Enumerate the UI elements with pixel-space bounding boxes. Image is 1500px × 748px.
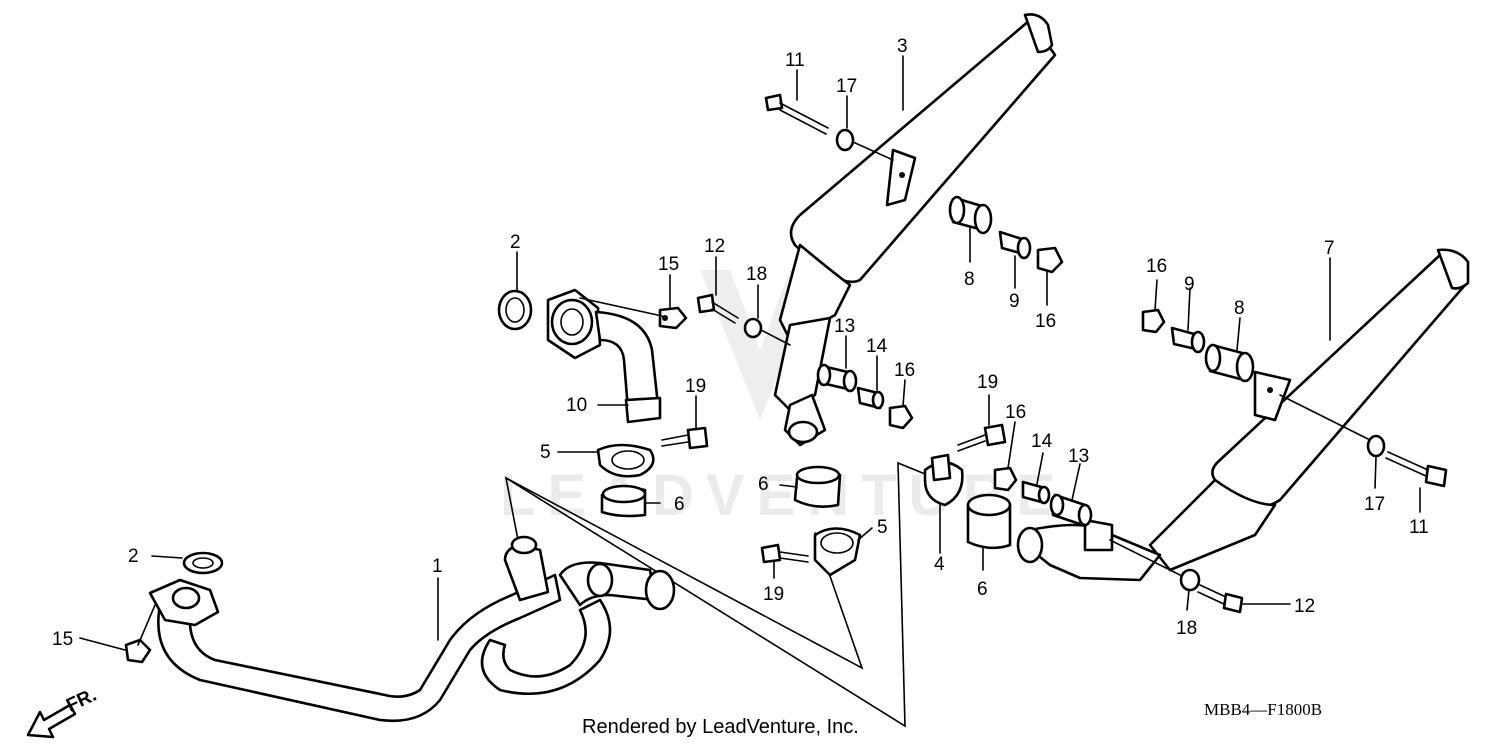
exhaust-pipe-part-1 <box>148 535 676 723</box>
callout-4: 4 <box>934 554 945 575</box>
callout-3: 3 <box>897 36 908 57</box>
callout-14-right: 14 <box>1031 431 1053 452</box>
callout-11-upper: 11 <box>785 50 805 71</box>
callout-16-right-mid: 16 <box>1005 402 1026 423</box>
callout-15-upper: 15 <box>658 254 679 275</box>
diagram-code: MBB4—F1800B <box>1204 700 1323 719</box>
callout-6-right: 6 <box>977 579 988 600</box>
callout-15-lower: 15 <box>52 629 73 650</box>
front-direction-arrow: FR. <box>26 685 100 739</box>
muffler-right-part-7 <box>1016 248 1470 582</box>
callout-9-right: 9 <box>1184 274 1195 295</box>
callout-8-right: 8 <box>1234 298 1245 319</box>
callout-19-mid: 19 <box>763 584 784 605</box>
callout-13-right: 13 <box>1068 446 1089 467</box>
callout-19-left: 19 <box>685 376 706 397</box>
callout-2-lower: 2 <box>128 546 139 567</box>
callout-11-right: 11 <box>1409 517 1429 538</box>
callout-13-left: 13 <box>834 316 855 337</box>
callout-17-upper: 17 <box>836 76 857 97</box>
callout-9-upper: 9 <box>1009 291 1020 312</box>
callout-17-right: 17 <box>1364 494 1385 515</box>
callout-labels: 2 2 1 3 11 17 15 12 18 10 5 19 6 6 5 19 … <box>52 36 1429 650</box>
elbow-pipe-part-10 <box>546 288 662 424</box>
callout-10: 10 <box>566 395 587 416</box>
hardware-parts <box>124 93 1448 664</box>
callout-7: 7 <box>1324 238 1335 259</box>
callout-8-upper: 8 <box>964 269 975 290</box>
gasket-lower-inner <box>192 557 214 569</box>
callout-12-right: 12 <box>1294 596 1315 617</box>
callout-16-left: 16 <box>894 360 915 381</box>
muffler-left-part-3 <box>773 13 1057 447</box>
callout-12-left: 12 <box>704 236 725 257</box>
gasket-lower-part-2 <box>182 551 224 575</box>
leader-lines <box>79 55 1421 651</box>
gasket-upper-part-2 <box>497 289 533 331</box>
callout-16-right: 16 <box>1146 256 1167 277</box>
callout-14-left: 14 <box>866 336 888 357</box>
callout-6-mid: 6 <box>758 474 769 495</box>
callout-18-right: 18 <box>1176 618 1197 639</box>
footer-credit: Rendered by LeadVenture, Inc. <box>582 716 859 738</box>
callout-1: 1 <box>432 556 443 577</box>
callout-16-upper: 16 <box>1035 311 1056 332</box>
callout-5-left: 5 <box>540 442 551 463</box>
callout-18-left: 18 <box>746 264 767 285</box>
callout-6-left: 6 <box>674 494 685 515</box>
callout-5-mid: 5 <box>877 517 888 538</box>
gasket-upper-inner <box>505 297 525 323</box>
callout-2-upper: 2 <box>510 232 521 253</box>
callout-19-right: 19 <box>977 372 998 393</box>
bracket-lines <box>504 461 931 728</box>
